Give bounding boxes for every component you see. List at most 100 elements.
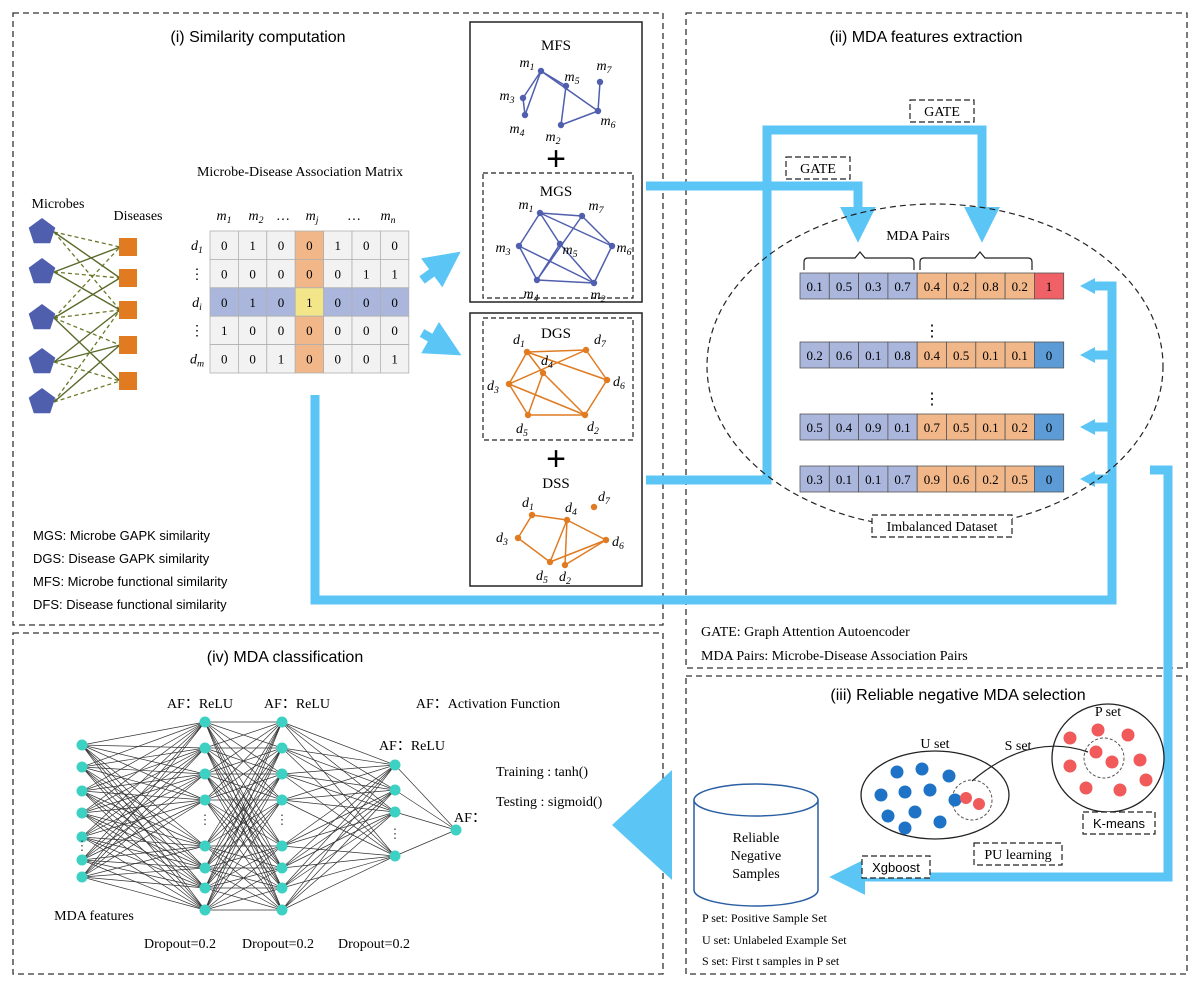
graph-node-label: m1 bbox=[519, 56, 534, 73]
mfs-label: MFS bbox=[541, 38, 571, 54]
matrix-cell-value: 0 bbox=[221, 266, 228, 281]
db-label-line3: Samples bbox=[732, 867, 779, 882]
nn-edge bbox=[281, 845, 396, 857]
matrix-cell-value: 0 bbox=[363, 323, 370, 338]
nn-edge bbox=[81, 876, 206, 889]
nn-edge bbox=[281, 789, 396, 869]
graph-edge bbox=[526, 349, 587, 353]
pair-cell bbox=[887, 465, 918, 493]
nn-edge bbox=[81, 766, 206, 775]
nn-edge bbox=[81, 773, 206, 838]
matrix-cell bbox=[379, 344, 410, 374]
graph-node-label: m6 bbox=[616, 241, 631, 258]
dgs-label: DGS bbox=[541, 326, 571, 342]
matrix-cell-value: 1 bbox=[278, 352, 285, 367]
nn-edge bbox=[204, 721, 283, 869]
matrix-cell-value: 0 bbox=[249, 266, 256, 281]
pair-cell-value: 0 bbox=[1046, 472, 1053, 487]
u-set-dot bbox=[908, 805, 922, 819]
pair-cell-value: 0.1 bbox=[894, 420, 910, 435]
matrix-cell-value: 1 bbox=[391, 266, 398, 281]
nn-node bbox=[199, 794, 211, 806]
matrix-title: Microbe-Disease Association Matrix bbox=[197, 165, 403, 180]
pair-cell bbox=[858, 341, 889, 369]
graph-node bbox=[528, 511, 536, 519]
pair-cell-value: 0.4 bbox=[924, 279, 941, 294]
bipartite-dashed-edge bbox=[53, 309, 121, 403]
nn-vdots: ⋮ bbox=[199, 812, 212, 827]
pair-cell bbox=[887, 413, 918, 441]
u-set-dot bbox=[948, 793, 962, 807]
graph-node bbox=[536, 209, 544, 217]
dropout-label-1: Dropout=0.2 bbox=[144, 937, 216, 952]
bipartite-solid-edge bbox=[53, 246, 121, 273]
pair-cell bbox=[828, 413, 859, 441]
panel-selection-frame bbox=[685, 675, 1188, 975]
mgs-dashed-box bbox=[482, 172, 634, 299]
legend-line: MFS: Microbe functional similarity bbox=[33, 574, 228, 589]
nn-edge bbox=[204, 799, 283, 889]
nn-edge bbox=[281, 721, 396, 813]
matrix-col-header: mn bbox=[380, 209, 395, 226]
matrix-col-header: mj bbox=[306, 209, 319, 226]
pair-cell bbox=[828, 465, 859, 493]
u-set-dot bbox=[942, 769, 956, 783]
matrix-cell bbox=[294, 287, 325, 317]
nn-edge bbox=[204, 773, 283, 889]
matrix-row-header: dm bbox=[190, 353, 204, 370]
graph-edge bbox=[549, 519, 568, 563]
p-set-dot bbox=[1133, 753, 1147, 767]
matrix-cell bbox=[323, 258, 353, 289]
nn-node bbox=[276, 716, 288, 728]
p-set-note: P set: Positive Sample Set bbox=[702, 911, 828, 925]
nn-node bbox=[199, 742, 211, 754]
pair-cell bbox=[1034, 413, 1065, 441]
nn-edge bbox=[204, 721, 283, 775]
s-set-label: S set bbox=[1005, 739, 1032, 754]
pair-cell-value: 0.2 bbox=[807, 348, 823, 363]
nn-edge bbox=[81, 812, 206, 889]
matrix-cell-value: 0 bbox=[335, 266, 342, 281]
gate-box-bottom bbox=[785, 156, 851, 180]
nn-node bbox=[199, 716, 211, 728]
matrix-cell bbox=[237, 287, 268, 317]
nn-node bbox=[76, 761, 88, 773]
nn-edge bbox=[281, 747, 396, 791]
graph-edge bbox=[549, 539, 607, 563]
pair-cell bbox=[1034, 465, 1065, 493]
graph-node-label: m4 bbox=[523, 287, 538, 304]
pair-cell-value: 0.2 bbox=[953, 279, 969, 294]
nn-edge bbox=[81, 867, 206, 878]
nn-edge bbox=[281, 855, 396, 889]
graph-edge bbox=[597, 81, 601, 112]
graph-edge bbox=[508, 383, 529, 416]
pair-cell-value: 0.9 bbox=[924, 472, 940, 487]
nn-edge bbox=[281, 764, 396, 911]
nn-edge bbox=[281, 811, 396, 869]
p-set-dot bbox=[1063, 759, 1077, 773]
nn-edge bbox=[281, 764, 396, 775]
legend-line: DGS: Disease GAPK similarity bbox=[33, 551, 210, 566]
graph-node bbox=[581, 411, 589, 419]
nn-edge bbox=[204, 721, 283, 889]
nn-vdots: ⋮ bbox=[276, 812, 289, 827]
nn-node bbox=[276, 862, 288, 874]
matrix-cell-value: 0 bbox=[249, 323, 256, 338]
panel-classification-title: (iv) MDA classification bbox=[207, 649, 363, 666]
matrix-cell-value: 0 bbox=[278, 238, 285, 253]
graph-node bbox=[608, 242, 616, 250]
microbe-node bbox=[28, 258, 56, 284]
nn-edge bbox=[81, 836, 206, 911]
negative-samples-database: Reliable Negative Samples bbox=[693, 783, 819, 907]
graph-node-label: m3 bbox=[495, 241, 510, 258]
pair-cell bbox=[858, 465, 889, 493]
nn-edge bbox=[204, 773, 283, 911]
nn-edge bbox=[281, 721, 396, 766]
nn-edge bbox=[204, 799, 283, 869]
mda-features-label: MDA features bbox=[54, 909, 134, 924]
pair-cell bbox=[916, 413, 947, 441]
graph-edge bbox=[518, 245, 595, 284]
matrix-col-header: … bbox=[276, 209, 290, 224]
imbalanced-label: Imbalanced Dataset bbox=[887, 520, 998, 535]
